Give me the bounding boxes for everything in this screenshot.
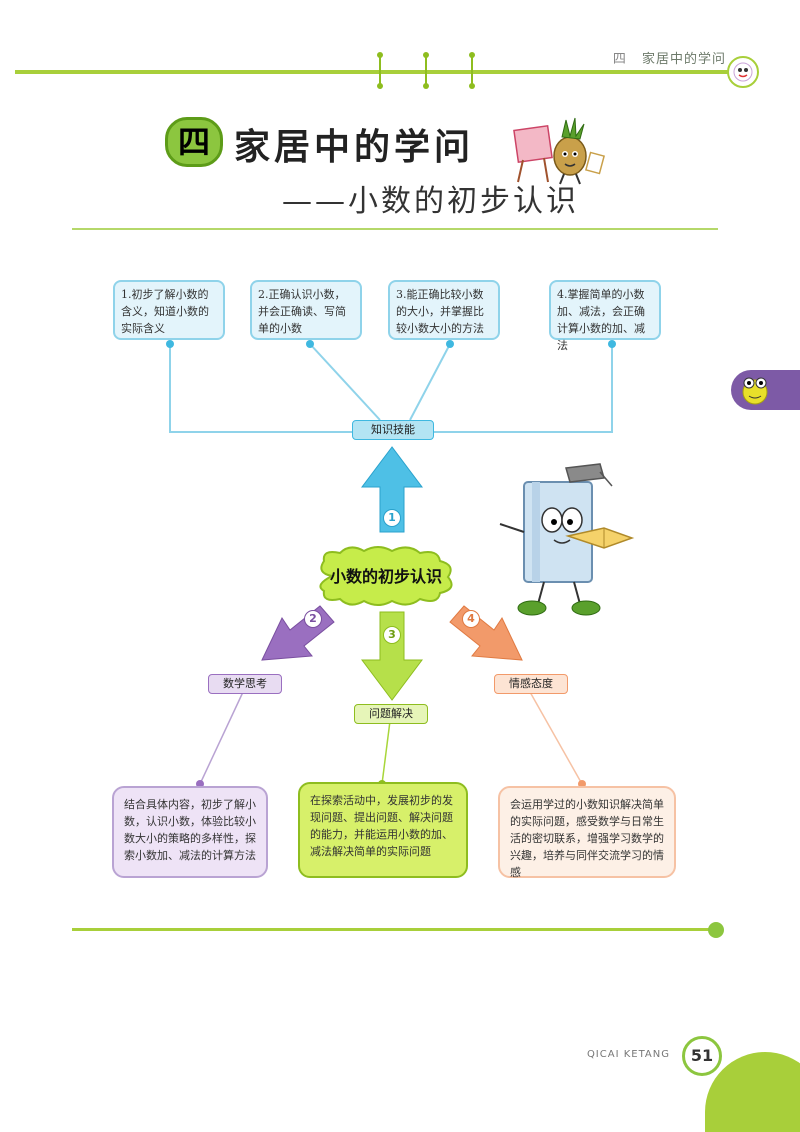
objective-box-1: 1.初步了解小数的含义，知道小数的实际含义 <box>113 280 225 340</box>
branch-number-4: 4 <box>462 610 480 628</box>
detail-box-thinking: 结合具体内容，初步了解小数，认识小数，体验比较小数大小的策略的多样性，探索小数加… <box>112 786 268 878</box>
branch-arrows <box>261 446 523 701</box>
page-number: 51 <box>682 1036 722 1076</box>
objective-box-4: 4.掌握简单的小数加、减法，会正确计算小数的加、减法 <box>549 280 661 352</box>
binder-pin-foot-2 <box>423 83 429 89</box>
branch-number-3: 3 <box>383 626 401 644</box>
detail-box-problem-solving: 在探索活动中，发展初步的发现问题、提出问题、解决问题的能力，并能运用小数的加、减… <box>298 782 468 878</box>
binder-pin-head-2 <box>423 52 429 58</box>
objective-box-2: 2.正确认识小数，并会正确读、写简单的小数 <box>250 280 362 340</box>
connector-dot <box>578 780 586 788</box>
chapter-title: 家居中的学问 <box>234 127 475 168</box>
pineapple-painter-icon <box>513 117 606 185</box>
binder-pin-foot-1 <box>377 83 383 89</box>
bottom-rule-dot <box>708 922 724 938</box>
title-rule <box>72 228 718 230</box>
running-head-title: 家居中的学问 <box>641 52 726 67</box>
binder-pin-foot-3 <box>469 83 475 89</box>
center-cloud-shape <box>319 546 453 606</box>
running-head: 四 家居中的学问 <box>613 48 726 67</box>
chapter-number: 四 <box>165 117 223 167</box>
mascot-badge-icon <box>727 56 759 88</box>
branch-label-attitude: 情感态度 <box>494 674 568 694</box>
branch-number-1: 1 <box>383 509 401 527</box>
bottom-rule <box>72 928 714 931</box>
connector-dot <box>446 340 454 348</box>
connector-dot <box>608 340 616 348</box>
chapter-subtitle: ——小数的初步认识 <box>282 184 579 219</box>
binder-pin-1 <box>379 56 381 86</box>
running-head-chapter: 四 <box>612 52 627 67</box>
branch-label-problem-solving: 问题解决 <box>354 704 428 724</box>
binder-pin-head-1 <box>377 52 383 58</box>
frog-icon <box>742 377 768 405</box>
objective-box-3: 3.能正确比较小数的大小，并掌握比较小数大小的方法 <box>388 280 500 340</box>
center-topic: 小数的初步认识 <box>329 567 442 586</box>
book-mascot-icon <box>499 463 635 616</box>
connector-dot <box>306 340 314 348</box>
detail-box-attitude: 会运用学过的小数知识解决简单的实际问题，感受数学与日常生活的密切联系，增强学习数… <box>498 786 676 879</box>
footer-brand: QICAI KETANG <box>586 1049 670 1060</box>
branch-number-2: 2 <box>304 610 322 628</box>
binder-pin-head-3 <box>469 52 475 58</box>
branch-label-thinking: 数学思考 <box>208 674 282 694</box>
diagram-connectors <box>169 343 613 785</box>
binder-pin-3 <box>471 56 473 86</box>
side-chapter-tab <box>731 370 800 410</box>
binder-pin-2 <box>425 56 427 86</box>
connector-dot <box>196 780 204 788</box>
connector-dot <box>166 340 174 348</box>
branch-label-knowledge: 知识技能 <box>352 420 434 440</box>
